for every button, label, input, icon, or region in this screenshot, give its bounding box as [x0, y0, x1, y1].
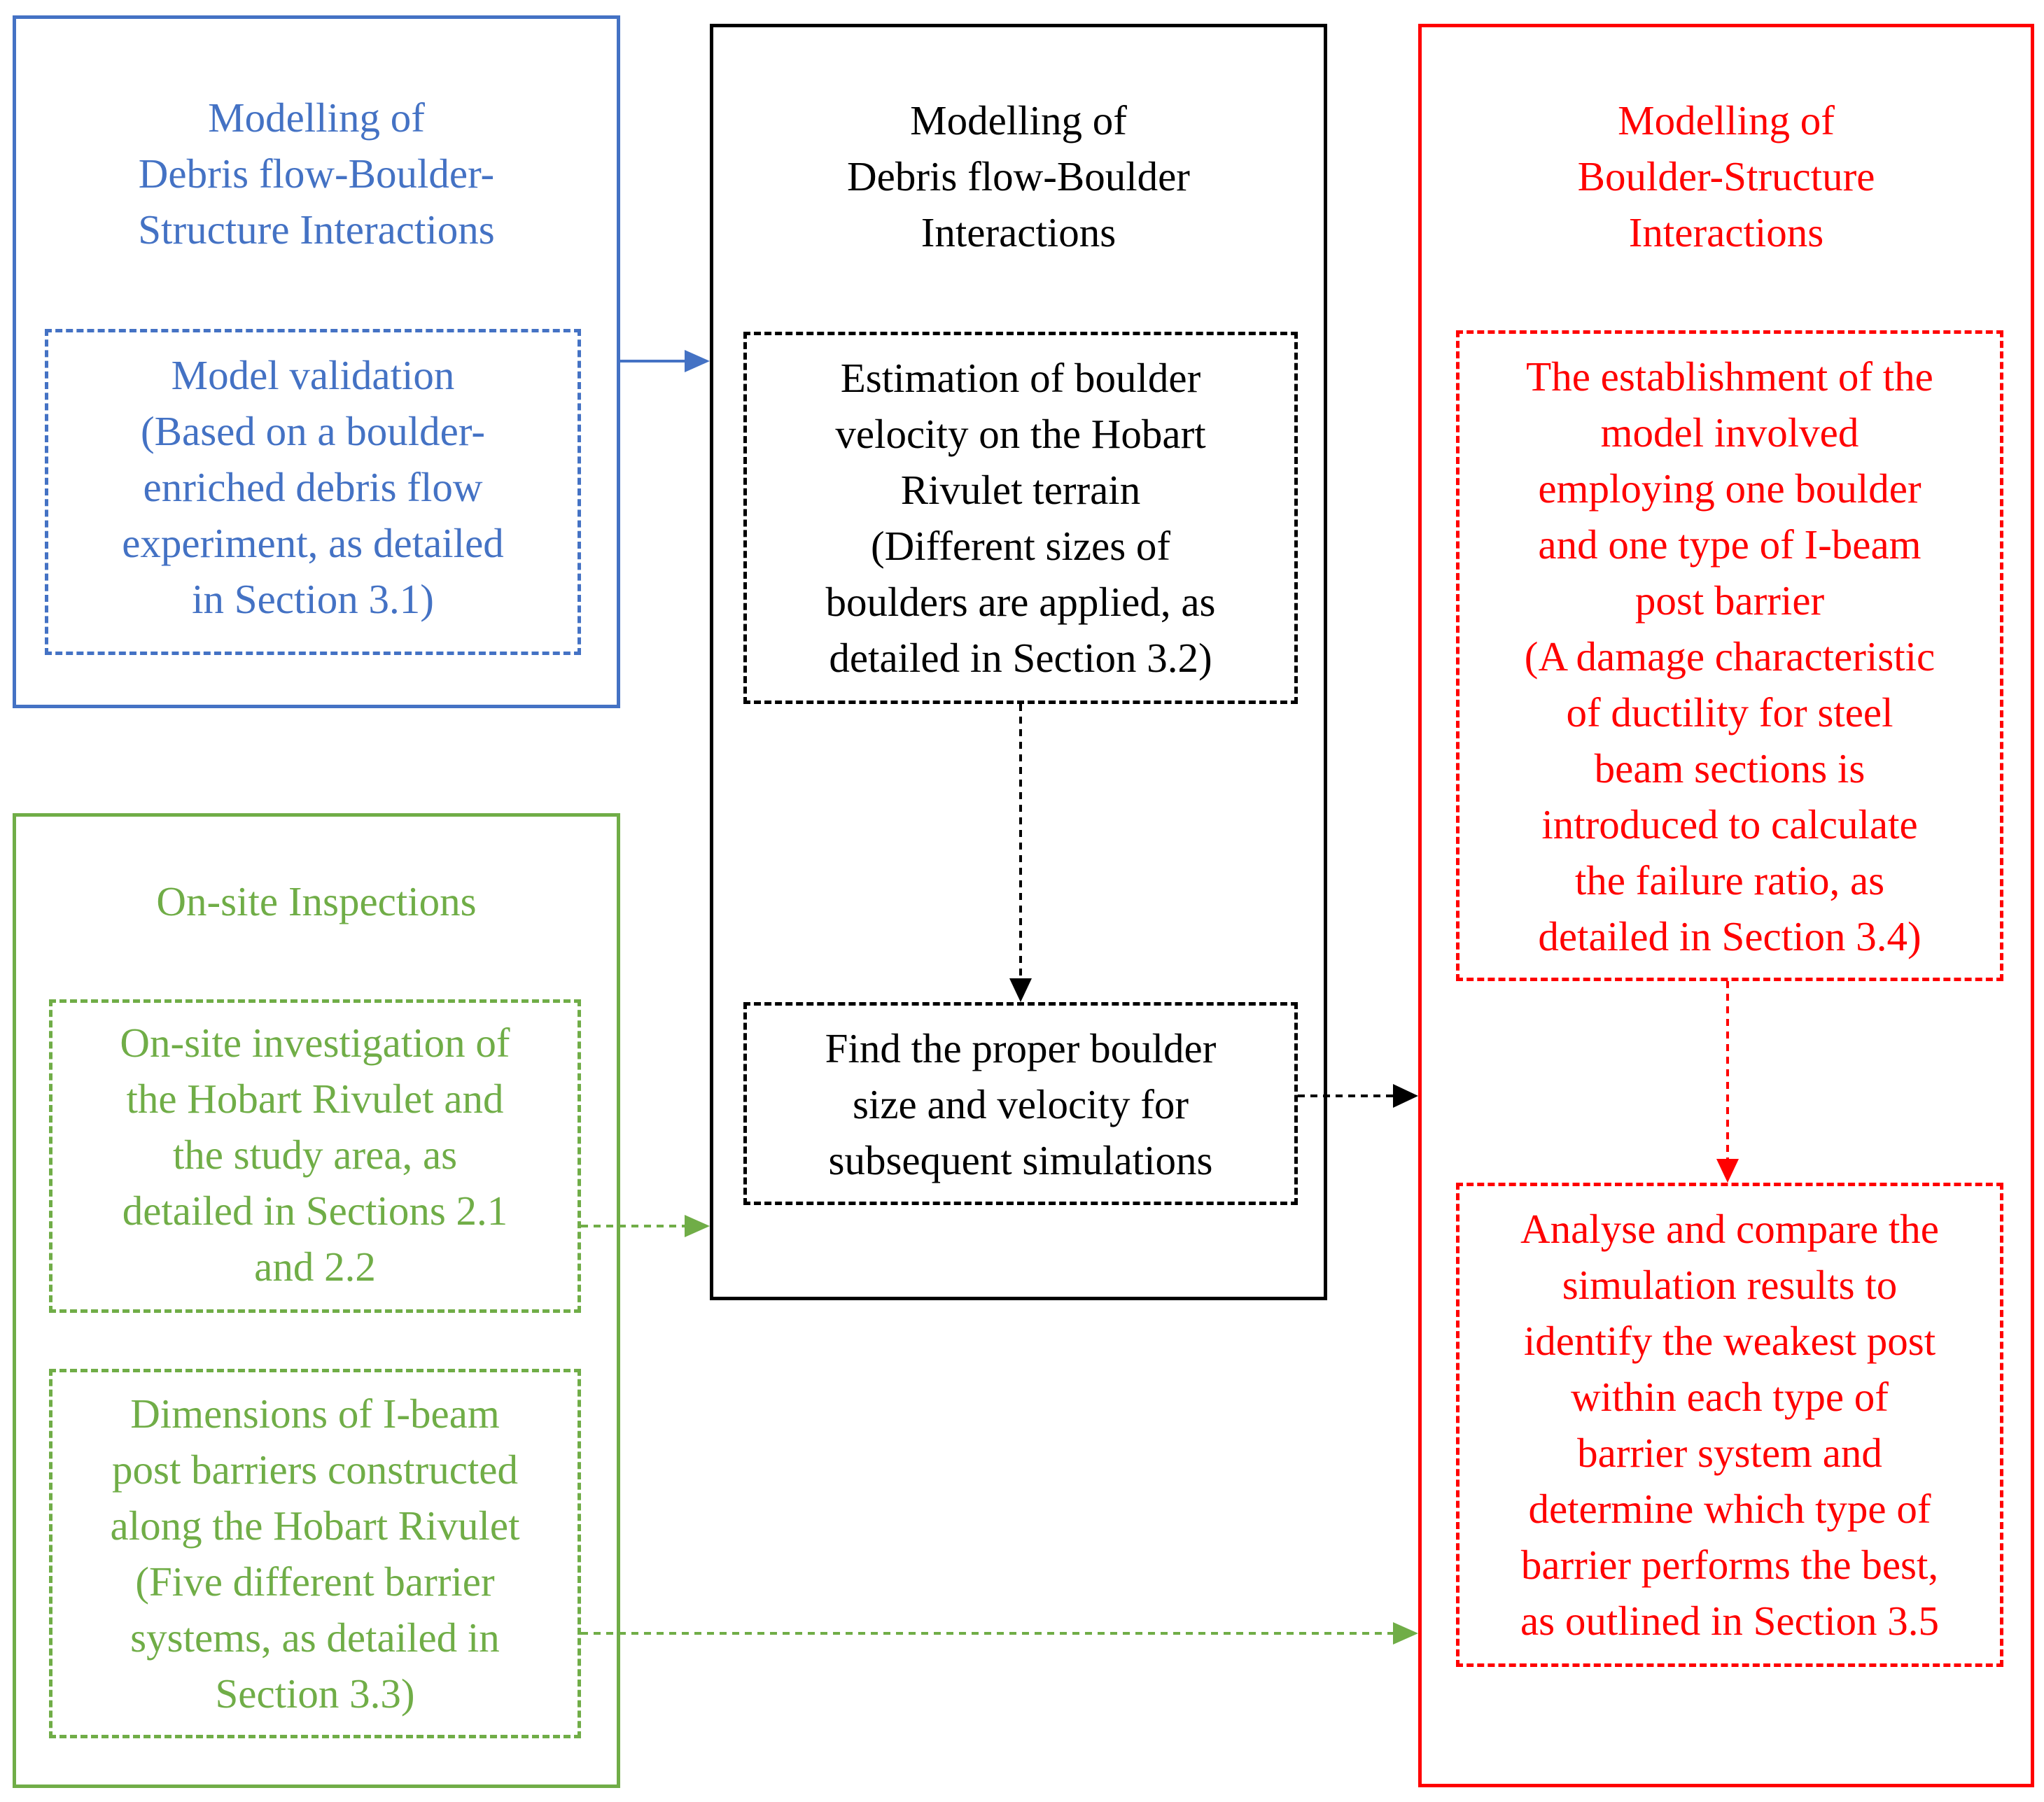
green-outer-box — [13, 813, 620, 1788]
red-title: Modelling of Boulder-Structure Interacti… — [1577, 97, 1875, 255]
blue-title: Modelling of Debris flow-Boulder- Struct… — [138, 94, 495, 253]
red-outer-box — [1418, 24, 2034, 1787]
blue-outer-box — [13, 15, 620, 708]
blue-to-black-arrowhead — [685, 350, 710, 372]
green-to-black-arrowhead — [685, 1215, 710, 1237]
size-to-red-arrowhead — [1393, 1084, 1418, 1108]
boulder-velocity-text: Estimation of boulder velocity on the Ho… — [825, 355, 1216, 681]
onsite-investigation-box — [49, 999, 581, 1313]
barrier-dimensions-text: Dimensions of I-beam post barriers const… — [110, 1391, 520, 1717]
black-title: Modelling of Debris flow-Boulder Interac… — [847, 97, 1190, 255]
proper-boulder-size-text: Find the proper boulder size and velocit… — [825, 1025, 1217, 1183]
model-establishment-text: The establishment of the model involved … — [1524, 353, 1935, 959]
onsite-investigation-text: On-site investigation of the Hobart Rivu… — [120, 1020, 510, 1290]
analyse-compare-text: Analyse and compare the simulation resul… — [1520, 1206, 1940, 1644]
model-establishment-box — [1456, 330, 2003, 981]
model-validation-box — [45, 329, 581, 655]
red-inner-arrowhead — [1716, 1159, 1739, 1183]
boulder-velocity-estimation-box — [743, 332, 1298, 704]
black-outer-box — [710, 24, 1327, 1300]
proper-boulder-size-box — [743, 1002, 1298, 1205]
velocity-to-size-arrowhead — [1009, 978, 1032, 1002]
model-validation-text: Model validation (Based on a boulder- en… — [122, 352, 504, 622]
analyse-compare-box — [1456, 1183, 2003, 1667]
barrier-dimensions-box — [49, 1369, 581, 1738]
green-to-red-arrowhead — [1393, 1622, 1418, 1645]
green-title: On-site Inspections — [156, 878, 477, 924]
